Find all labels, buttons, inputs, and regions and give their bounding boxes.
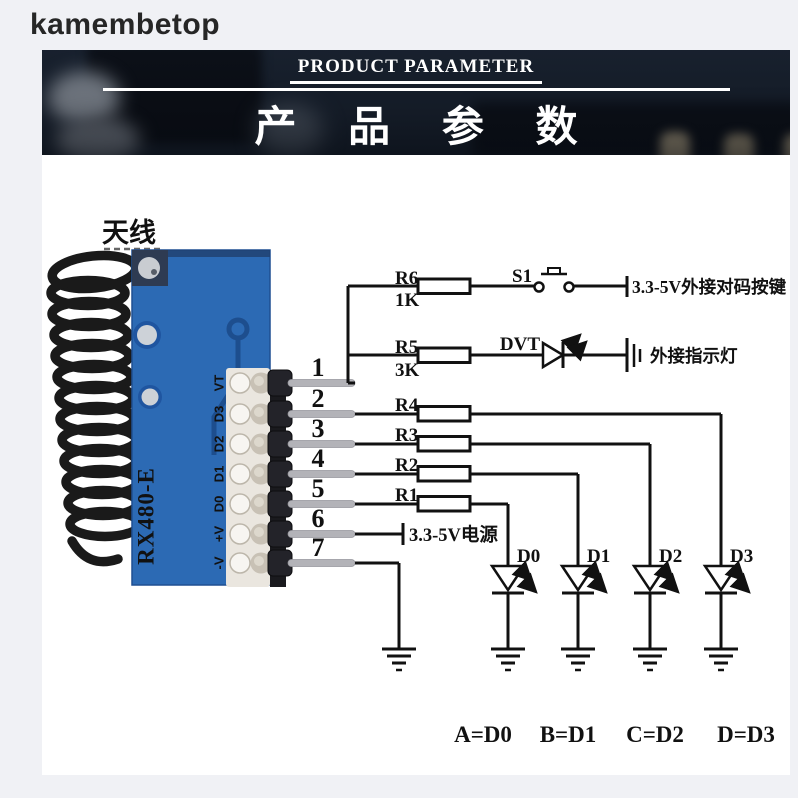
- ground-d0: [491, 647, 525, 672]
- banner-title-en: PRODUCT PARAMETER: [42, 56, 790, 84]
- resistor-r5-name: R5: [395, 337, 418, 358]
- power-note: 3.3-5V电源: [409, 524, 498, 546]
- pin-number: 2: [312, 384, 325, 413]
- legend-b: B=D1: [540, 722, 597, 747]
- module-pins: VT D3 D2 D1 D0 +V -V: [212, 353, 356, 577]
- led-dvt-label: DVT: [500, 334, 540, 355]
- resistor-r6-value: 1K: [395, 290, 420, 311]
- banner-divider-line: [103, 88, 730, 91]
- legend-a: A=D0: [454, 722, 512, 747]
- pcb-pad: [141, 388, 159, 406]
- ground-d2: [633, 647, 667, 672]
- antenna-label: 天线: [102, 218, 156, 248]
- resistor-r4-name: R4: [395, 395, 419, 416]
- diagram-panel: 天线: [42, 155, 790, 775]
- resistor-r5-value: 3K: [395, 360, 420, 381]
- pin-silk: D2: [212, 436, 227, 453]
- module-name: RX480-E: [134, 467, 159, 565]
- switch-s1-label: S1: [512, 266, 532, 287]
- ground-pin7: [382, 647, 416, 672]
- legend-c: C=D2: [626, 722, 684, 747]
- header-banner: PRODUCT PARAMETER 产 品 参 数: [42, 50, 790, 155]
- resistor-r3-name: R3: [395, 425, 418, 446]
- pin-number: 4: [312, 444, 325, 473]
- led-d0-label: D0: [517, 546, 540, 567]
- schematic-wires: [346, 267, 723, 649]
- pairing-note: 3.3-5V外接对码按键: [632, 277, 787, 297]
- banner-title-zh: 产 品 参 数: [254, 103, 598, 150]
- antenna-coil: [46, 250, 145, 567]
- pin-silk: -V: [212, 556, 227, 569]
- schematic-labels: R6 1K S1 R5 3K DVT R4 R3 R2 R1 3.3-5V外接对…: [395, 266, 787, 747]
- ground-symbols: [382, 647, 738, 672]
- resistor-r6: [416, 277, 472, 295]
- ground-d3: [704, 647, 738, 672]
- banner-title-en-text: PRODUCT PARAMETER: [289, 56, 543, 84]
- resistor-r5: [416, 346, 472, 364]
- banner-shade: [42, 50, 790, 155]
- circuit-diagram: 天线: [46, 218, 787, 747]
- led-d2-label: D2: [659, 546, 682, 567]
- pin-numbers: 1 2 3 4 5 6 7: [312, 353, 325, 562]
- pin-silk: VT: [212, 375, 227, 392]
- pcb-pad: [137, 325, 157, 345]
- led-d3: [702, 560, 751, 649]
- pin-number: 5: [312, 474, 325, 503]
- pin-number: 1: [312, 353, 325, 382]
- led-d0: [489, 560, 538, 649]
- pcb-screw-pad: [138, 257, 160, 279]
- pad-holes: [229, 372, 251, 574]
- resistor-r3: [416, 435, 472, 453]
- pin-silk-labels: VT D3 D2 D1 D0 +V -V: [212, 375, 227, 570]
- legend-d: D=D3: [717, 722, 775, 747]
- pin-number: 6: [312, 504, 325, 533]
- resistor-r4: [416, 405, 472, 423]
- led-d1: [559, 560, 608, 649]
- power-bars: [625, 338, 642, 372]
- pin-silk: D1: [212, 466, 227, 483]
- header-bumps: [267, 369, 293, 577]
- pin-silk: D3: [212, 406, 227, 423]
- resistor-r2: [416, 465, 472, 483]
- ground-d1: [561, 647, 595, 672]
- resistor-r1-name: R1: [395, 485, 418, 506]
- resistor-r1: [416, 495, 472, 513]
- resistor-r2-name: R2: [395, 455, 418, 476]
- switch-s1: [533, 267, 575, 293]
- pin-silk: D0: [212, 496, 227, 513]
- seller-watermark: kamembetop: [30, 8, 221, 41]
- led-d3-label: D3: [730, 546, 753, 567]
- pcb-top-edge: [132, 250, 270, 257]
- pin-leads: [287, 379, 356, 567]
- pin-silk: +V: [212, 526, 227, 543]
- solder-blobs: [250, 372, 272, 574]
- indicator-note: 外接指示灯: [650, 346, 738, 366]
- led-d1-label: D1: [587, 546, 610, 567]
- led-dvt: [541, 333, 588, 370]
- resistor-r6-name: R6: [395, 268, 418, 289]
- led-d2: [631, 560, 680, 649]
- pin-number: 7: [312, 533, 325, 562]
- pcb-screw-hole: [151, 269, 157, 275]
- led-array: [489, 560, 751, 649]
- pin-number: 3: [312, 414, 325, 443]
